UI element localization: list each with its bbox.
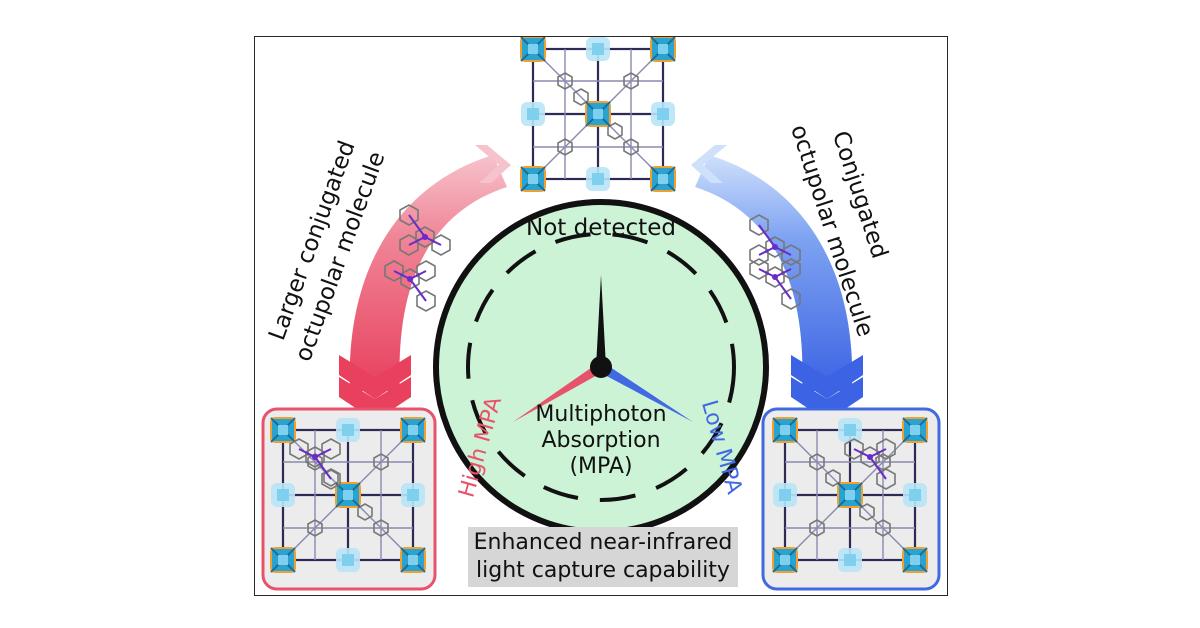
clock-center-line1: Multiphoton — [535, 402, 666, 427]
mof-mpa-diagram: Larger conjugated octupolar molecule Con… — [261, 37, 941, 591]
right-arrow-chevron-1 — [791, 355, 863, 399]
bottom-right-mof-box — [761, 407, 941, 591]
bottom-left-mof-box — [261, 407, 437, 591]
left-arrow-chevron-1 — [339, 355, 411, 399]
mpa-clock — [433, 199, 769, 535]
clock-top-label: Not detected — [526, 215, 676, 241]
left-top-chevron — [475, 145, 511, 183]
caption-line2: light capture capability — [476, 558, 730, 583]
clock-center-line3: (MPA) — [569, 454, 632, 479]
clock-center-pin — [590, 356, 612, 378]
top-mof-lattice — [521, 37, 675, 191]
bottom-caption: Enhanced near-infrared light capture cap… — [468, 527, 738, 587]
left-arrow — [349, 155, 507, 391]
clock-hand-low — [601, 363, 693, 422]
clock-hand-high — [513, 363, 601, 422]
clock-center-line2: Absorption — [541, 428, 660, 453]
caption-line1: Enhanced near-infrared — [473, 530, 733, 555]
left-arrow-chevron-2 — [339, 377, 411, 421]
right-arrow-chevron-2 — [791, 377, 863, 421]
right-arrow — [695, 155, 853, 391]
clock-hand-up — [596, 275, 606, 367]
figure-frame: Larger conjugated octupolar molecule Con… — [254, 36, 948, 596]
right-top-chevron — [691, 145, 727, 183]
